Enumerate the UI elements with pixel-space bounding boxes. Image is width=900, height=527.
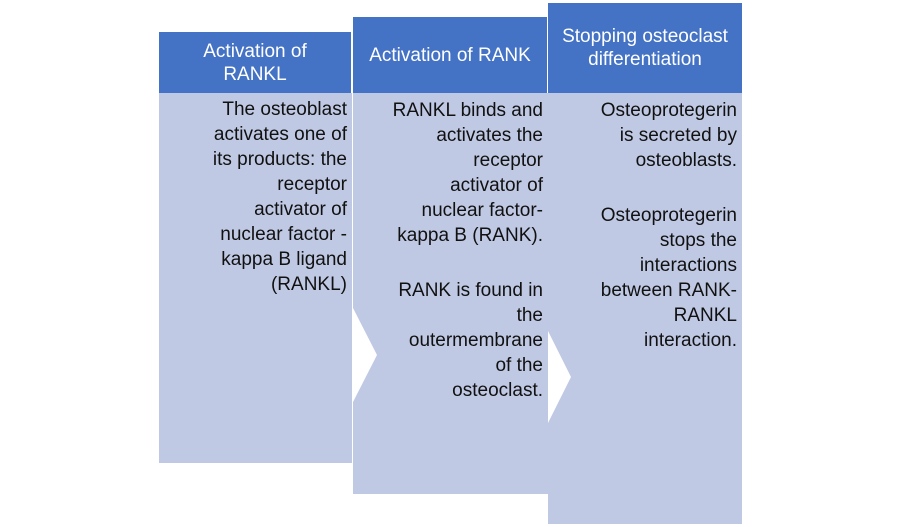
step-3-paragraph-2: Osteoprotegerin stops the interactions b…	[600, 205, 737, 351]
step-3-body-shape	[548, 3, 742, 524]
step-3-header: Stopping osteoclast differentiation	[548, 3, 742, 93]
step-1-header: Activation of RANKL	[159, 32, 352, 93]
step-column-2: Activation of RANK RANKL binds and activ…	[353, 17, 548, 494]
step-2-paragraph-2: RANK is found in the outermembrane of th…	[398, 280, 543, 401]
step-2-body-text: RANKL binds and activates the receptor a…	[353, 98, 543, 403]
step-2-header: Activation of RANK	[353, 17, 548, 93]
step-2-body-shape	[353, 17, 548, 494]
step-2-body	[353, 17, 548, 494]
step-1-body	[159, 32, 352, 463]
step-2-header-text: Activation of RANK	[369, 44, 531, 66]
step-1-body-text: The osteoblast activates one of its prod…	[159, 97, 347, 297]
step-3-header-text: Stopping osteoclast differentiation	[562, 26, 728, 70]
step-1-body-shape	[159, 32, 352, 463]
step-3-body	[548, 3, 742, 524]
step-2-paragraph-1: RANKL binds and activates the receptor a…	[392, 100, 543, 246]
step-column-3: Stopping osteoclast differentiation Oste…	[548, 3, 742, 524]
step-column-1: Activation of RANKL The osteoblast activ…	[159, 32, 352, 463]
step-3-paragraph-1: Osteoprotegerin is secreted by osteoblas…	[600, 100, 737, 171]
step-3-body-text: Osteoprotegerin is secreted by osteoblas…	[548, 98, 737, 353]
step-1-header-text: Activation of RANKL	[203, 40, 307, 85]
step-1-paragraph-1: The osteoblast activates one of its prod…	[212, 99, 347, 295]
